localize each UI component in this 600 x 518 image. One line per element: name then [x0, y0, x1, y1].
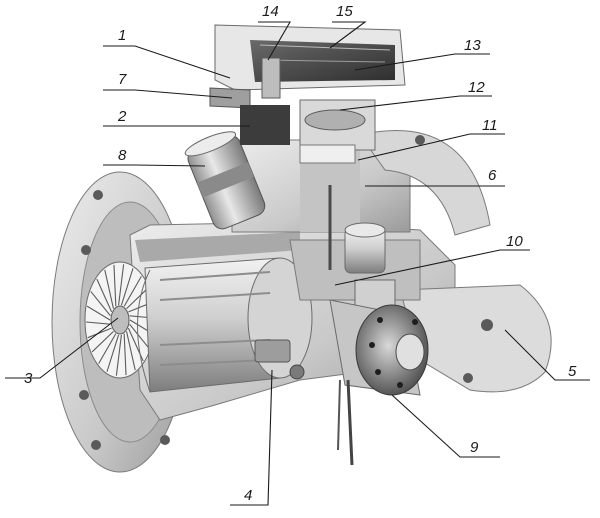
- callout-label-9: 9: [470, 439, 479, 456]
- drain-plug: [254, 339, 305, 380]
- leader-line-8: [103, 164, 206, 167]
- leader-line-4: [230, 369, 273, 506]
- turbine-blade: [104, 269, 114, 309]
- rotor-cylinder: [137, 257, 313, 393]
- turbine-blade: [85, 321, 111, 325]
- turbine-blade: [98, 333, 117, 364]
- turbine-blade: [126, 331, 136, 371]
- callout-label-6: 6: [488, 167, 497, 184]
- callout-label-7: 7: [118, 71, 127, 88]
- callout-label-11: 11: [482, 117, 498, 134]
- turbine-blade: [123, 333, 127, 376]
- leader-line-3: [5, 317, 119, 379]
- turbine-blade: [123, 276, 142, 307]
- output-shaft-assembly: [329, 299, 429, 466]
- turbine-wheel: [84, 261, 156, 379]
- turbine-blade: [126, 287, 149, 310]
- leader-line-10: [334, 249, 530, 286]
- callout-label-14: 14: [262, 3, 279, 20]
- gear-chamber: [289, 185, 421, 311]
- leader-line-15: [329, 21, 367, 49]
- turbine-blade: [91, 330, 114, 353]
- callout-label-3: 3: [24, 370, 33, 387]
- leader-line-11: [357, 133, 505, 161]
- leader-line-5: [504, 329, 590, 381]
- turbine-blade: [118, 264, 125, 306]
- leader-line-9: [391, 394, 500, 458]
- turbine-blade: [113, 264, 117, 307]
- leader-line-7: [103, 89, 233, 99]
- callout-label-15: 15: [336, 3, 353, 20]
- callout-label-13: 13: [464, 37, 481, 54]
- turbine-blade: [115, 334, 122, 376]
- callout-label-8: 8: [118, 147, 127, 164]
- counter-head: [209, 24, 406, 164]
- turbine-blade: [96, 278, 113, 313]
- callout-label-5: 5: [568, 363, 577, 380]
- callout-label-12: 12: [468, 79, 485, 96]
- callout-label-1: 1: [118, 27, 126, 44]
- leader-line-14: [258, 21, 291, 61]
- callout-label-10: 10: [506, 233, 523, 250]
- turbine-blade: [90, 291, 111, 317]
- turbine-blade: [129, 323, 150, 349]
- turbine-blade: [87, 327, 112, 339]
- callout-label-4: 4: [244, 487, 252, 504]
- turbine-blade: [106, 334, 120, 372]
- pulse-sensor: [184, 131, 266, 230]
- outlet-flange: [359, 130, 552, 393]
- callout-label-2: 2: [117, 108, 127, 125]
- turbine-blade: [120, 268, 134, 306]
- leader-line-13: [354, 53, 490, 71]
- leader-line-12: [339, 95, 492, 111]
- turbine-blade: [86, 305, 111, 321]
- leader-line-1: [103, 45, 231, 79]
